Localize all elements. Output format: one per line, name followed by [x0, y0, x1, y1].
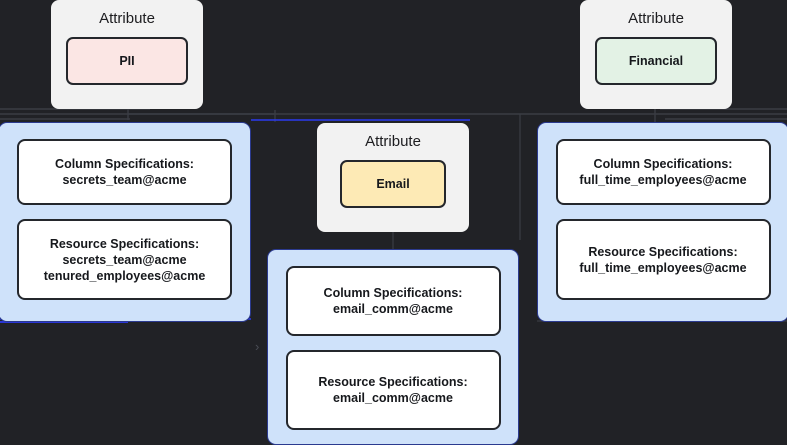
- attribute-group-email[interactable]: Attribute Email: [317, 123, 469, 232]
- spec-group-email[interactable]: Column Specifications: email_comm@acme R…: [267, 249, 519, 445]
- spec-value: full_time_employees@acme: [579, 260, 747, 275]
- attribute-badge-email[interactable]: Email: [340, 160, 446, 208]
- spec-value: email_comm@acme: [333, 391, 453, 405]
- attribute-group-title: Attribute: [365, 133, 421, 150]
- column-specifications-box[interactable]: Column Specifications: email_comm@acme: [285, 266, 501, 336]
- attribute-badge-pii[interactable]: PII: [66, 37, 188, 85]
- resource-specifications-box[interactable]: Resource Specifications: secrets_team@ac…: [17, 219, 232, 300]
- attribute-group-pii[interactable]: Attribute PII: [51, 0, 203, 109]
- spec-heading: Resource Specifications:: [49, 236, 200, 251]
- resource-specifications-box[interactable]: Resource Specifications: full_time_emplo…: [555, 219, 771, 300]
- spec-value: full_time_employees@acme: [579, 173, 747, 187]
- spec-value: secrets_team@acme: [62, 173, 187, 187]
- spec-heading: Column Specifications:: [323, 286, 463, 300]
- spec-value: email_comm@acme: [333, 302, 453, 316]
- spec-heading: Column Specifications:: [55, 157, 194, 171]
- resource-specifications-box[interactable]: Resource Specifications: email_comm@acme: [285, 350, 501, 430]
- attribute-badge-financial[interactable]: Financial: [595, 37, 717, 85]
- column-specifications-box[interactable]: Column Specifications: full_time_employe…: [555, 139, 771, 205]
- spec-group-fulltime[interactable]: Column Specifications: full_time_employe…: [537, 122, 787, 322]
- attribute-group-financial[interactable]: Attribute Financial: [580, 0, 732, 109]
- spec-heading: Resource Specifications:: [588, 244, 738, 259]
- column-specifications-box[interactable]: Column Specifications: secrets_team@acme: [17, 139, 232, 205]
- spec-value: tenured_employees@acme: [43, 268, 206, 283]
- spec-group-secrets[interactable]: Column Specifications: secrets_team@acme…: [0, 122, 251, 322]
- spec-value: secrets_team@acme: [62, 252, 187, 267]
- spec-heading: Column Specifications:: [593, 157, 733, 171]
- attribute-group-title: Attribute: [99, 10, 155, 27]
- spec-heading: Resource Specifications:: [318, 375, 468, 389]
- collapse-chevron-icon[interactable]: ›: [255, 339, 260, 354]
- attribute-group-title: Attribute: [628, 10, 684, 27]
